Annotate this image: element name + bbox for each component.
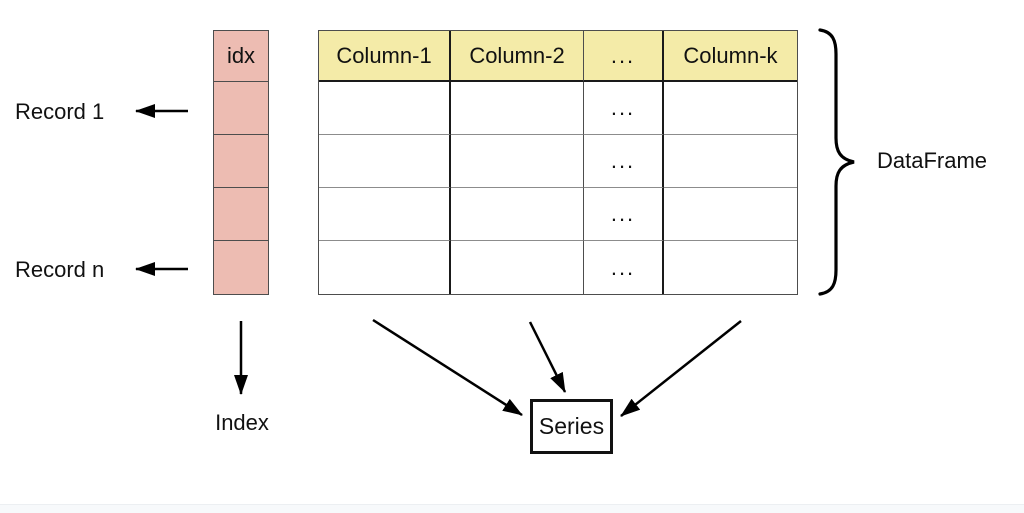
dataframe-table: Column-1 Column-2 ... Column-k ... ... .… <box>318 30 798 295</box>
index-cell <box>214 188 268 241</box>
table-cell <box>451 135 584 188</box>
table-cell <box>451 241 584 294</box>
index-column: idx <box>213 30 269 295</box>
column-header: Column-k <box>664 31 797 82</box>
series-label: Series <box>538 413 605 439</box>
index-label: Index <box>215 410 269 435</box>
dataframe-label: DataFrame <box>877 148 988 173</box>
bottom-strip <box>0 504 1024 513</box>
column-header: Column-1 <box>319 31 451 82</box>
table-cell <box>664 82 797 135</box>
column-header: Column-2 <box>451 31 584 82</box>
series-box: Series <box>530 399 613 454</box>
table-cell <box>664 241 797 294</box>
table-cell <box>664 135 797 188</box>
record-1-label: Record 1 <box>15 99 105 124</box>
table-cell-ellipsis: ... <box>584 135 664 188</box>
table-cell <box>319 188 451 241</box>
column-header-ellipsis: ... <box>584 31 664 82</box>
index-cell <box>214 82 268 135</box>
table-cell <box>451 188 584 241</box>
table-cell <box>319 82 451 135</box>
table-cell-ellipsis: ... <box>584 188 664 241</box>
dataframe-brace <box>818 28 855 296</box>
index-cell <box>214 241 268 294</box>
column2-to-series-arrow <box>528 321 567 393</box>
columnk-to-series-arrow <box>620 320 742 417</box>
table-cell <box>451 82 584 135</box>
index-cell <box>214 135 268 188</box>
column1-to-series-arrow <box>372 318 523 417</box>
table-cell-ellipsis: ... <box>584 82 664 135</box>
table-cell <box>664 188 797 241</box>
table-cell-ellipsis: ... <box>584 241 664 294</box>
record-n-label: Record n <box>15 257 105 282</box>
index-column-header: idx <box>214 31 268 82</box>
table-cell <box>319 135 451 188</box>
table-cell <box>319 241 451 294</box>
